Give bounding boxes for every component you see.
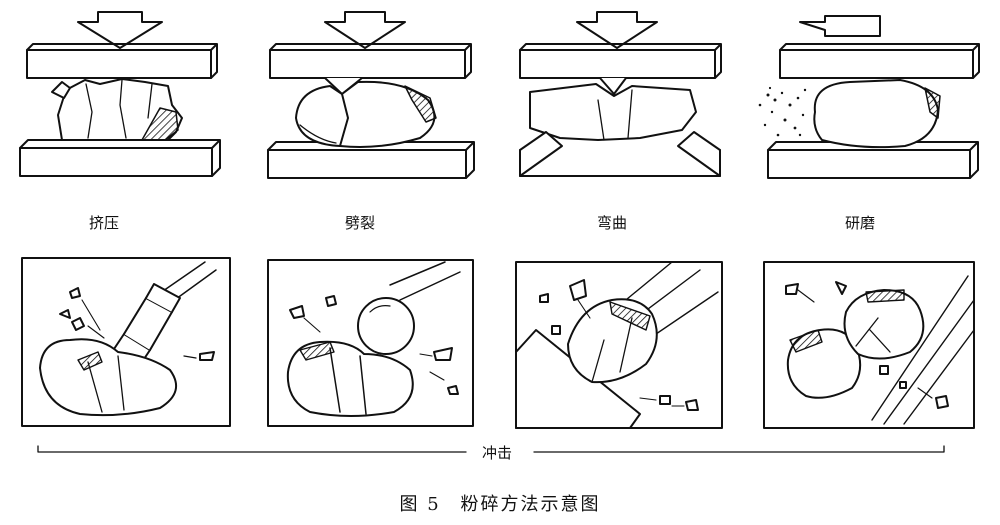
grind-illustration — [758, 15, 980, 179]
upper-plate — [26, 43, 218, 79]
ore-slab — [529, 83, 697, 141]
ore-lump — [39, 338, 178, 417]
impact-label: 冲击 — [482, 444, 513, 462]
impact-bracket — [37, 445, 945, 453]
powder-particles — [758, 86, 807, 137]
method-label-split: 劈裂 — [345, 214, 376, 232]
method-label-squeeze: 挤压 — [89, 214, 120, 232]
upper-plate — [269, 43, 472, 95]
method-label-bend: 弯曲 — [597, 214, 628, 232]
lower-plate — [767, 141, 979, 179]
impact-wall — [515, 329, 641, 429]
ore-lump — [286, 340, 414, 417]
down-arrow-icon — [324, 11, 406, 49]
lower-plate — [19, 139, 221, 177]
impact-ball-illustration — [267, 259, 474, 427]
squeeze-illustration — [19, 11, 221, 177]
figure-title: 粉碎方法示意图 — [460, 494, 601, 515]
bend-illustration — [519, 11, 722, 177]
method-label-grind: 研磨 — [845, 214, 876, 232]
down-arrow-icon — [77, 11, 163, 49]
impact-collision-illustration — [763, 261, 975, 429]
grinding-ball — [357, 297, 415, 355]
lower-plate-supports — [519, 131, 721, 177]
ore-lump — [843, 289, 925, 360]
impact-hammer-illustration — [21, 257, 231, 427]
upper-plate — [779, 43, 980, 79]
figure-caption: 图 5 粉碎方法示意图 — [0, 490, 1000, 516]
figure-number: 图 5 — [399, 494, 441, 515]
down-arrow-icon — [576, 11, 658, 49]
lower-plate — [267, 141, 475, 179]
split-illustration — [267, 11, 475, 179]
impact-wall-illustration — [515, 261, 723, 429]
ore-lump — [813, 79, 939, 149]
left-arrow-icon — [799, 15, 881, 37]
upper-plate — [519, 43, 722, 95]
